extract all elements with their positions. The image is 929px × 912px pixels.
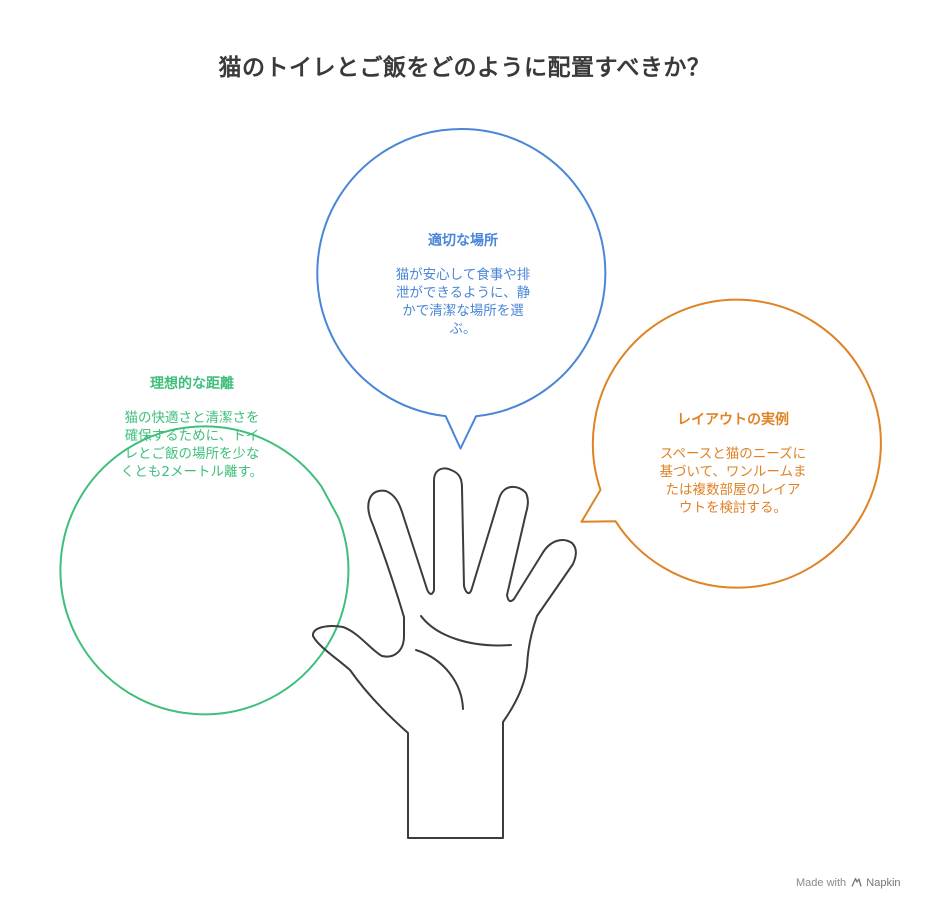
bubble-ideal-distance-body: 猫の快適さと清潔さを 確保するために、トイ レとご飯の場所を少な くとも2メート…: [106, 409, 278, 481]
body-line: くとも2メートル離す。: [120, 464, 264, 480]
bubble-suitable-place-heading: 適切な場所: [428, 233, 498, 249]
napkin-brand-label: Napkin: [866, 877, 901, 889]
body-line: スペースと猫のニーズに: [659, 446, 807, 462]
body-line: たは複数部屋のレイア: [665, 482, 801, 498]
bubble-layout-example-heading: レイアウトの実例: [677, 412, 789, 428]
bubble-suitable-place-body: 猫が安心して食事や排 泄ができるように、静 かで清潔な場所を選 ぶ。: [380, 266, 546, 338]
bubble-suitable-place-outline: [316, 127, 607, 450]
palm-crease-upper: [420, 615, 512, 647]
body-line: ぶ。: [449, 321, 477, 337]
body-line: 猫が安心して食事や排: [395, 267, 531, 283]
made-with-label: Made with: [796, 877, 847, 889]
body-line: ウトを検討する。: [679, 500, 787, 516]
made-with-napkin-footer[interactable]: Made with Napkin: [796, 877, 901, 889]
page-title: 猫のトイレとご飯をどのように配置すべきか？: [218, 55, 711, 81]
bubble-suitable-place: 適切な場所 猫が安心して食事や排 泄ができるように、静 かで清潔な場所を選 ぶ。: [380, 232, 546, 338]
bubble-ideal-distance: 理想的な距離 猫の快適さと清潔さを 確保するために、トイ レとご飯の場所を少な …: [106, 375, 278, 481]
napkin-logo-icon: [851, 877, 862, 887]
body-line: 基づいて、ワンルームま: [659, 464, 807, 480]
body-line: 泄ができるように、静: [395, 285, 531, 301]
open-hand-icon: [312, 467, 577, 839]
palm-crease-lower: [415, 649, 464, 710]
bubble-layout-example-body: スペースと猫のニーズに 基づいて、ワンルームま たは複数部屋のレイア ウトを検討…: [644, 445, 822, 517]
body-line: レとご飯の場所を少な: [124, 446, 260, 462]
bubble-layout-example-outline: [580, 298, 882, 589]
bubble-ideal-distance-outline: [59, 425, 350, 716]
body-line: 猫の快適さと清潔さを: [124, 410, 260, 426]
bubble-layout-example: レイアウトの実例 スペースと猫のニーズに 基づいて、ワンルームま たは複数部屋の…: [644, 411, 822, 517]
body-line: かで清潔な場所を選: [402, 303, 524, 319]
body-line: 確保するために、トイ: [124, 428, 260, 444]
bubble-ideal-distance-heading: 理想的な距離: [150, 376, 234, 392]
